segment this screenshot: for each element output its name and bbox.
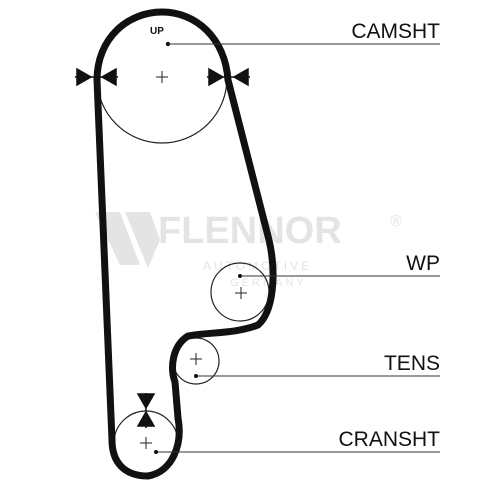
crankshaft-dot [154, 450, 158, 454]
watermark-brand: FLENNOR [158, 210, 342, 252]
watermark-logo-icon [95, 212, 160, 268]
leader-lines [156, 43, 440, 453]
water-pump-dot [238, 274, 242, 278]
tensioner-center-icon [190, 353, 202, 365]
watermark-line1: AUTOMOTIVE [203, 259, 312, 273]
watermark-registered: ® [390, 213, 402, 230]
water-pump-label: WP [406, 252, 440, 275]
timing-belt [93, 8, 277, 480]
up-label: UP [150, 26, 164, 37]
leader-dots [154, 274, 242, 454]
pulley-centers [140, 71, 247, 449]
timing-marks [75, 67, 250, 428]
watermark: FLENNOR ® AUTOMOTIVE GERMANY [95, 210, 402, 289]
tensioner-dot [194, 374, 198, 378]
cam-mark-right-icon [207, 67, 250, 87]
crankshaft-center-icon [140, 437, 152, 449]
crankshaft-label: CRANSHT [338, 428, 440, 451]
crank-mark-icon [136, 393, 156, 428]
camshaft-center-icon [156, 71, 168, 83]
water-pump-center-icon [235, 287, 247, 299]
watermark-line2: GERMANY [230, 277, 307, 289]
tensioner-label: TENS [384, 352, 440, 375]
camshaft-label: CAMSHT [351, 20, 440, 43]
cam-mark-left-icon [75, 67, 118, 87]
